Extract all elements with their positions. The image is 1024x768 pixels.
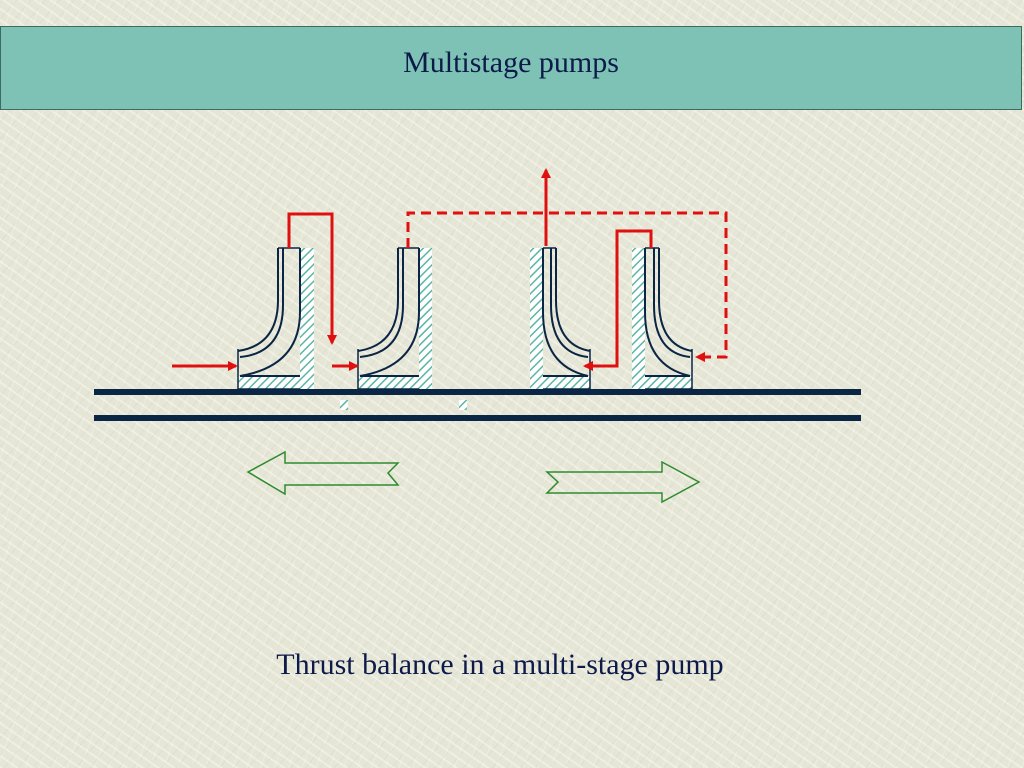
thrust-right-arrow [545, 460, 701, 504]
flow-crossover-dashed-arrow [406, 211, 728, 362]
impeller-stage-1 [237, 247, 314, 390]
flow-arrows [172, 168, 728, 371]
diagram-caption: Thrust balance in a multi-stage pump [276, 648, 724, 681]
impeller-stage-2 [357, 247, 432, 390]
impeller-stage-4 [632, 247, 693, 390]
seal-marker-1 [340, 400, 348, 410]
thrust-left-arrow [246, 450, 400, 496]
flow-stage4-to-stage3-arrow [583, 229, 653, 371]
impeller-stage-3 [530, 247, 591, 390]
flow-stage1-to-stage2-arrow [287, 212, 337, 345]
title-bar: Multistage pumps [0, 26, 1022, 110]
page-title: Multistage pumps [403, 46, 619, 79]
seal-marker-2 [459, 400, 467, 410]
